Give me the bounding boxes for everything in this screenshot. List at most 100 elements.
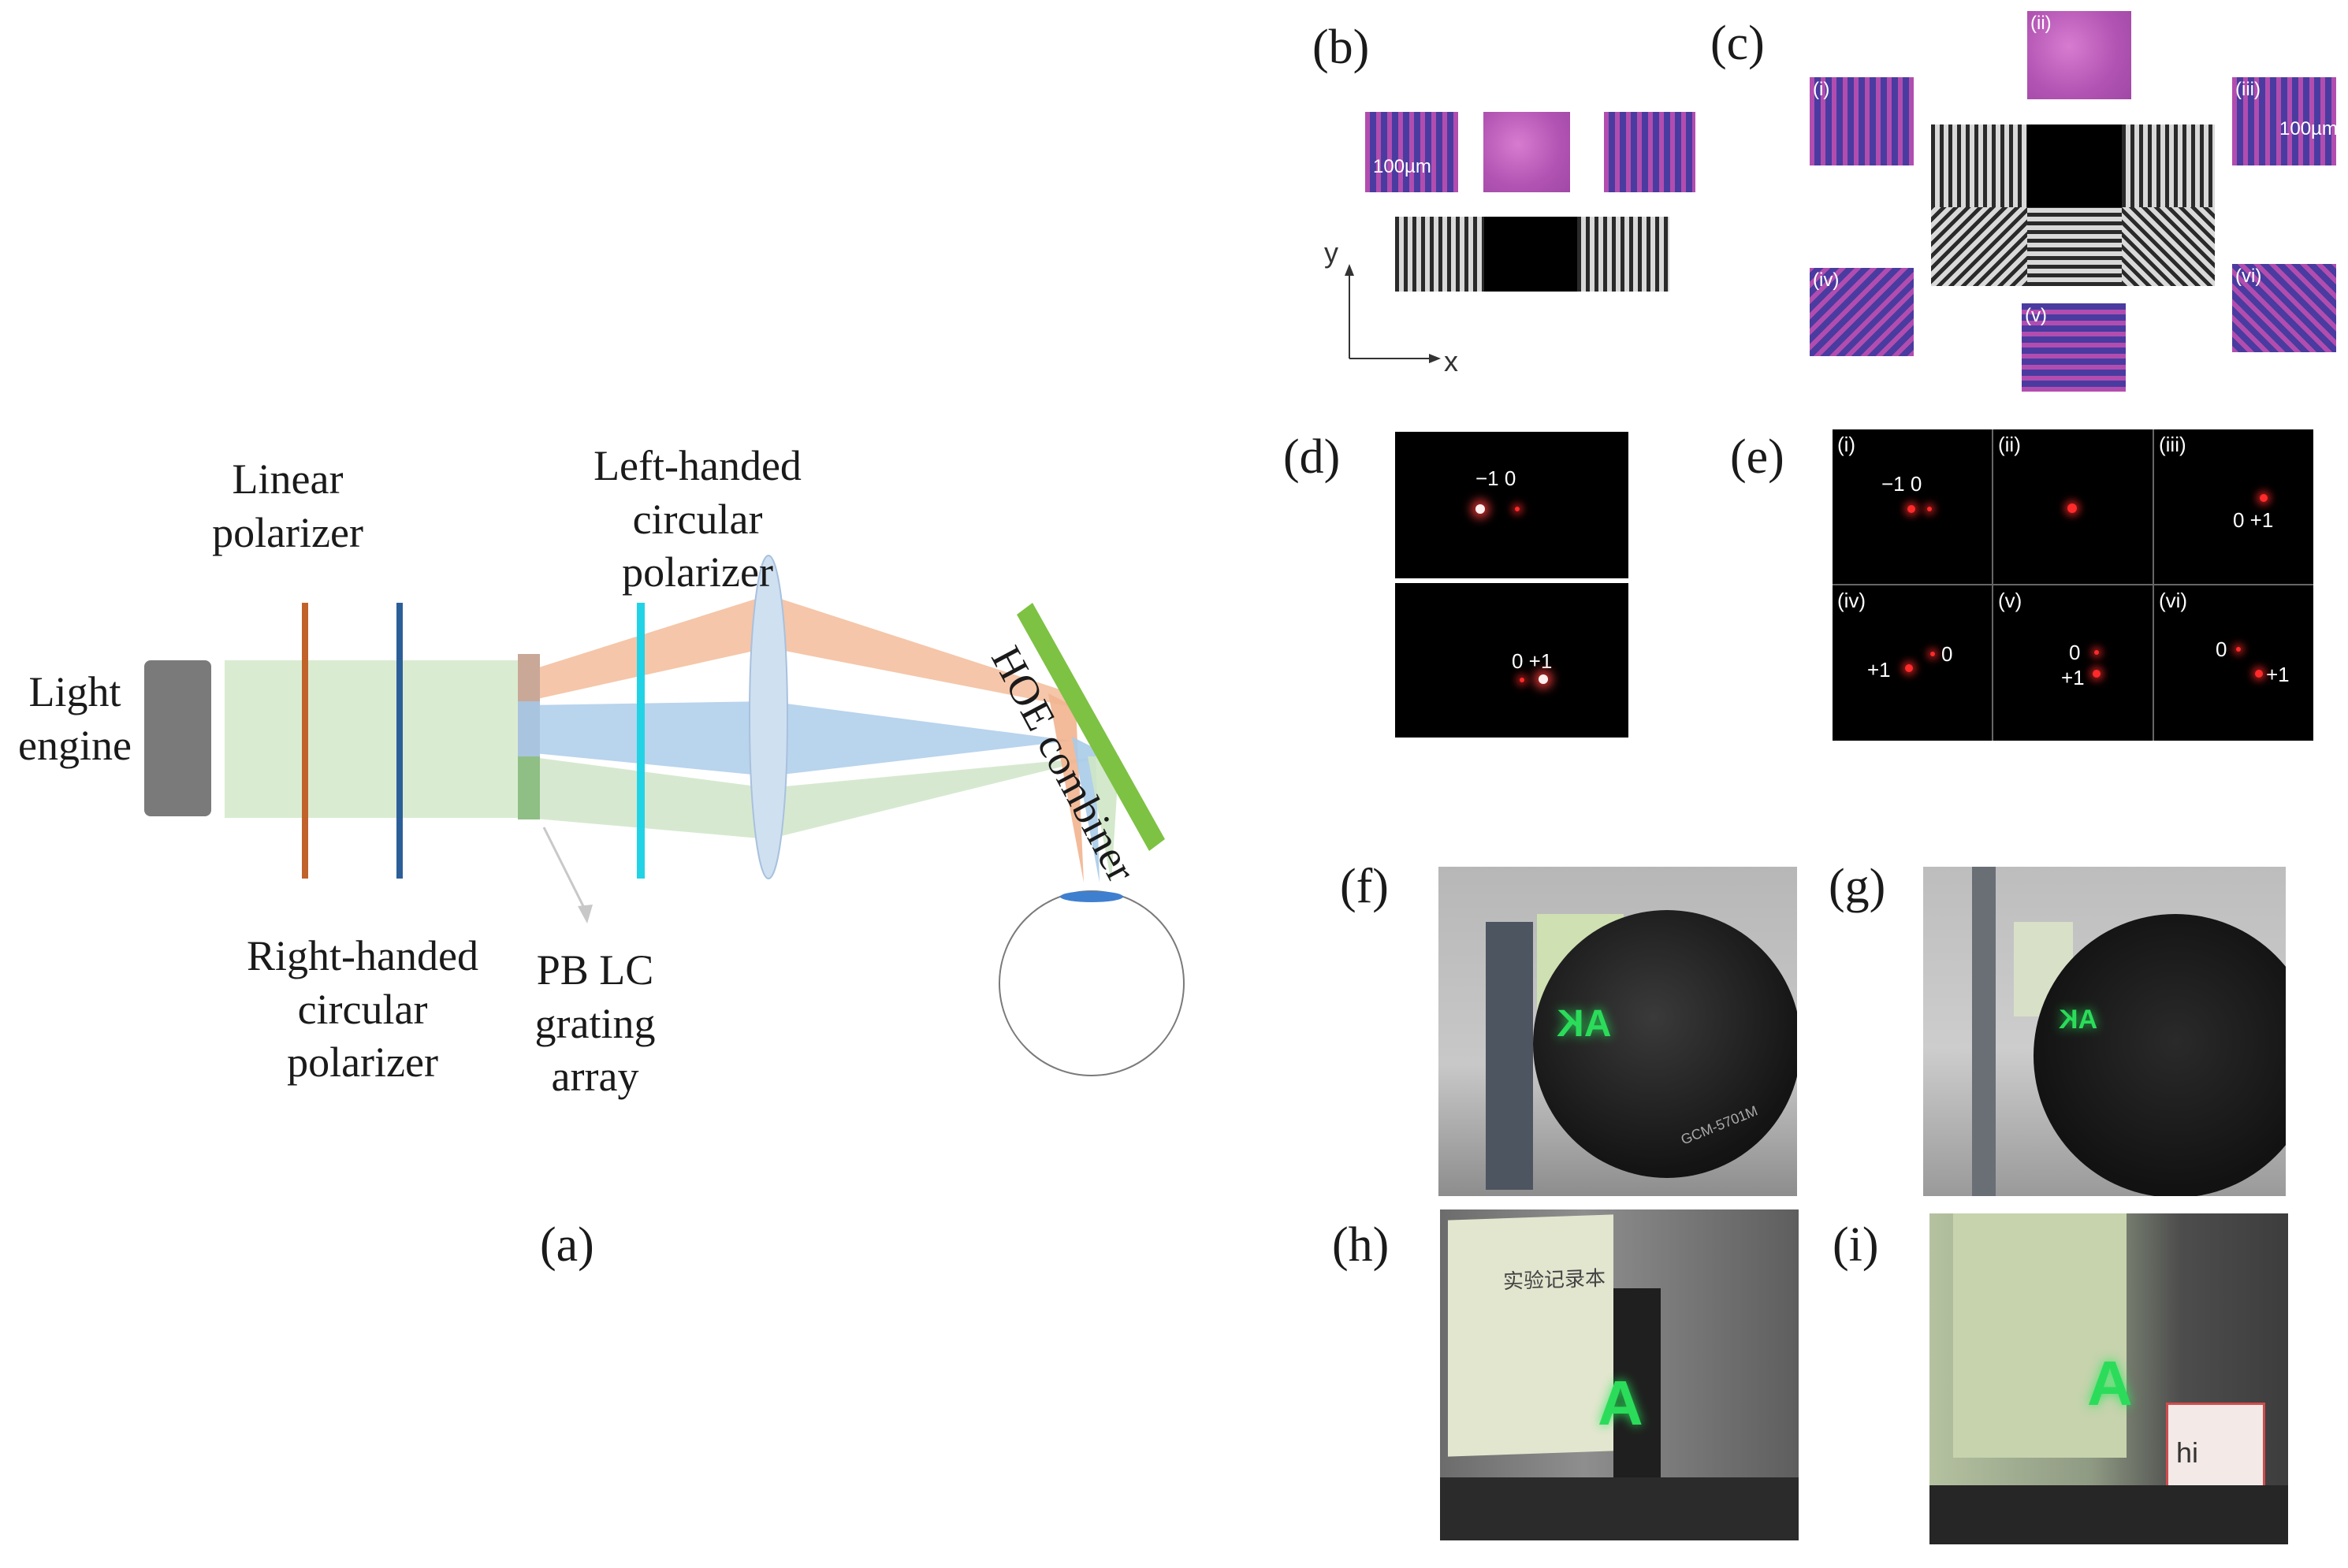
- grating-c-bottom-center: [2027, 207, 2122, 286]
- micrograph-b-left: 100µm: [1365, 112, 1458, 192]
- cell-iv-spot-a: [1905, 664, 1913, 672]
- light-engine-line-2: engine: [18, 721, 132, 769]
- spot-plus1: [1539, 674, 1548, 684]
- photo-h: 实验记录本 A: [1440, 1209, 1799, 1540]
- photo-g-lens: [2034, 914, 2286, 1196]
- inset-i-label: (i): [1813, 79, 1830, 100]
- micrograph-c-ii: (ii): [2027, 11, 2131, 99]
- photo-h-notebook-text: 实验记录本: [1503, 1266, 1606, 1295]
- panel-g-label: (g): [1829, 860, 1886, 913]
- panel-d-label: (d): [1283, 430, 1341, 484]
- photo-f-post: [1486, 922, 1533, 1190]
- cell-vi-order-a: 0: [2216, 637, 2227, 661]
- pb-lc-segment-orange: [518, 654, 540, 701]
- cell-iv-order-a: +1: [1867, 658, 1891, 682]
- photo-f: AK GCM-5701M: [1438, 867, 1797, 1196]
- grating-pattern-c: [1931, 124, 2215, 286]
- cell-v-order-a: 0: [2069, 641, 2081, 664]
- cell-v-order-b: +1: [2061, 666, 2085, 689]
- scale-bar-c-label: 100µm: [2279, 118, 2338, 139]
- green-beam: [527, 756, 1103, 839]
- cell-iv-order-b: 0: [1941, 642, 1953, 666]
- cell-v-tag: (v): [1998, 589, 2022, 612]
- micrograph-c-i: (i): [1810, 77, 1914, 165]
- photo-i-tag-text: hi: [2176, 1436, 2199, 1469]
- scale-bar-label: 100µm: [1373, 156, 1431, 177]
- cell-vi-spot-b: [2255, 670, 2263, 678]
- cell-i-spot-b: [1927, 507, 1932, 511]
- cell-iii-orders: 0 +1: [2233, 508, 2274, 532]
- grating-c-bottom-right: [2122, 207, 2215, 286]
- cell-vi-order-b: +1: [2266, 663, 2290, 686]
- photo-h-notebook: 实验记录本: [1448, 1214, 1613, 1457]
- inset-iv-label: (iv): [1813, 269, 1840, 291]
- diffraction-d-top: −1 0: [1395, 432, 1628, 578]
- photo-g-post: [1972, 867, 1996, 1196]
- panel-a-label: (a): [540, 1218, 594, 1272]
- hoe-combiner-plate: [1017, 603, 1165, 851]
- axes-arrows-b: [1345, 264, 1441, 363]
- right-polarizer-line-3: polarizer: [287, 1039, 438, 1086]
- photo-i-tag: hi: [2166, 1403, 2265, 1494]
- cell-v-spot-a: [2094, 650, 2099, 655]
- cell-i-spot-a: [1907, 505, 1915, 513]
- grid-line-h: [1833, 584, 2313, 585]
- orders-d-bottom: 0 +1: [1512, 649, 1553, 673]
- cell-iv-tag: (iv): [1837, 589, 1866, 612]
- cell-iii-tag: (iii): [2159, 433, 2186, 456]
- pb-lc-line-1: PB LC: [536, 946, 654, 994]
- photo-i: A hi: [1929, 1213, 2288, 1544]
- pb-lc-segment-green: [518, 756, 540, 819]
- right-polarizer-plate: [396, 603, 403, 879]
- panel-c-label: (c): [1710, 17, 1765, 70]
- pb-lc-line-3: array: [551, 1053, 639, 1100]
- orders-d-top: −1 0: [1475, 466, 1516, 490]
- micrograph-c-v: (v): [2022, 303, 2126, 392]
- eye-pupil: [1060, 891, 1123, 902]
- blue-beam: [527, 701, 1072, 776]
- diffraction-grid-e: (i) −1 0 (ii) (iii) 0 +1 (iv) +1 0 (v) 0…: [1833, 429, 2313, 741]
- collimated-beam: [225, 660, 524, 818]
- light-engine-box: [144, 660, 211, 816]
- y-axis-label: y: [1324, 236, 1338, 269]
- eye: [999, 890, 1185, 1076]
- panel-b-label: (b): [1312, 20, 1370, 74]
- cell-iv-spot-b: [1930, 652, 1935, 656]
- spot-0-b: [1520, 678, 1524, 682]
- photo-g-green-text: AK: [2059, 1005, 2098, 1035]
- inset-vi-label: (vi): [2235, 266, 2262, 287]
- orange-beam: [527, 595, 1076, 708]
- light-engine-label: Light engine: [16, 666, 134, 772]
- inset-iii-label: (iii): [2235, 79, 2261, 100]
- left-polarizer-line-2: circular: [632, 495, 763, 543]
- micrograph-c-iv: (iv): [1810, 268, 1914, 356]
- linear-polarizer-line-2: polarizer: [212, 508, 363, 556]
- x-arrow-head: [1429, 354, 1441, 363]
- grating-pattern-b: [1395, 217, 1669, 292]
- photo-f-green-text: AK: [1557, 1003, 1612, 1045]
- spot-0: [1515, 507, 1520, 511]
- micrograph-c-vi: (vi): [2232, 264, 2336, 352]
- pb-lc-line-2: grating: [534, 999, 656, 1047]
- left-polarizer-plate: [637, 603, 645, 879]
- cell-vi-spot-a: [2236, 647, 2241, 652]
- photo-g: AK: [1923, 867, 2286, 1196]
- linear-polarizer-plate: [302, 603, 308, 879]
- right-polarizer-line-2: circular: [297, 985, 428, 1033]
- lens: [749, 555, 788, 879]
- cell-i-tag: (i): [1837, 433, 1856, 456]
- micrograph-b-center: [1483, 112, 1570, 192]
- left-polarizer-line-1: Left-handed: [594, 442, 802, 489]
- left-polarizer-label: Left-handed circular polarizer: [567, 440, 828, 600]
- grating-c-top-center: [2027, 124, 2122, 207]
- photo-h-green-text: A: [1598, 1368, 1643, 1438]
- pb-lc-segment-blue: [518, 701, 540, 756]
- inset-ii-label: (ii): [2030, 13, 2052, 34]
- y-arrow-head: [1345, 264, 1354, 276]
- inset-v-label: (v): [2025, 305, 2047, 326]
- linear-polarizer-line-1: Linear: [232, 455, 344, 503]
- left-polarizer-line-3: polarizer: [622, 548, 773, 596]
- cell-iii-spot: [2260, 494, 2268, 502]
- panel-h-label: (h): [1332, 1218, 1390, 1272]
- diffraction-d-bottom: 0 +1: [1395, 583, 1628, 738]
